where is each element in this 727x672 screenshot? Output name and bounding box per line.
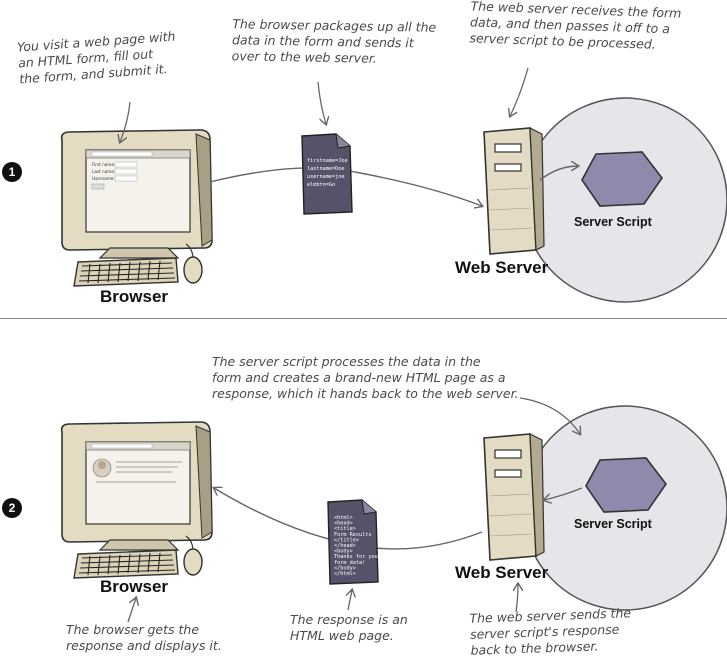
note-browser-packages: The browser packages up all the data in …: [231, 16, 437, 66]
document-line: username=joe: [307, 174, 344, 180]
arrow-note-packages: [317, 81, 326, 124]
document-line: </body>: [334, 565, 356, 571]
document-line: firstname=Joe: [307, 158, 348, 164]
browser-computer: First name: Last name: Username:: [60, 129, 213, 287]
arrow-note-browser: [127, 598, 136, 623]
document-line: <head>: [334, 521, 353, 527]
server-script-hexagon: [585, 457, 667, 513]
document-line: lastname=Doe: [307, 166, 344, 172]
panel-server-response: <html><head><title>Form Results</title><…: [0, 320, 727, 672]
web-server-label: Web Server: [455, 258, 549, 277]
server-script-label: Server Script: [574, 517, 652, 531]
svg-text:First name:: First name:: [92, 162, 115, 167]
note-server-receives: The web server receives the form data, a…: [469, 0, 682, 52]
document-line: <title>: [334, 526, 356, 532]
browser-label: Browser: [100, 577, 169, 596]
document-line: Form Results: [334, 532, 371, 538]
document-line: <html>: [334, 515, 353, 521]
arrow-note-server: [510, 67, 529, 116]
arrow-note-script: [519, 397, 580, 434]
note-server-sends-response: The web server sends the server script's…: [469, 605, 632, 658]
step-number-badge: 1: [2, 162, 22, 182]
web-server-tower: [483, 127, 545, 255]
arrow-server-to-script: [539, 166, 578, 181]
svg-text:Username:: Username:: [92, 176, 115, 181]
panel2-illustration: <html><head><title>Form Results</title><…: [60, 397, 727, 623]
document-line: elmbtn=Go: [307, 182, 335, 188]
document-line: </title>: [334, 537, 359, 543]
panel-divider: [0, 318, 727, 319]
svg-text:Last name:: Last name:: [92, 169, 115, 174]
arrow-script-to-server: [544, 487, 583, 500]
arrow-note-visit: [120, 101, 131, 142]
web-server-tower: [483, 433, 545, 561]
document-line: <body>: [334, 549, 353, 555]
panel1-illustration: First name: Last name: Username:: [60, 67, 727, 303]
note-browser-gets-response: The browser gets the response and displa…: [66, 622, 222, 653]
html-response-document: <html><head><title>Form Results</title><…: [327, 499, 381, 585]
web-server-label: Web Server: [455, 563, 549, 582]
form-data-document: firstname=Joe lastname=Doe username=joe elm…: [301, 133, 353, 215]
document-line: </html>: [334, 571, 356, 577]
note-script-processes: The server script processes the data in …: [212, 354, 519, 401]
document-line: Thanks for your: [334, 554, 381, 560]
browser-label: Browser: [100, 287, 169, 306]
document-line: form data!: [334, 560, 365, 566]
note-response-html-page: The response is an HTML web page.: [290, 612, 408, 643]
arrow-note-response: [348, 590, 352, 611]
document-line: </head>: [334, 543, 356, 549]
browser-computer: [60, 421, 213, 579]
server-script-hexagon: [581, 151, 663, 207]
step-number-badge: 2: [2, 498, 22, 518]
arrow-browser-to-server: [209, 167, 482, 206]
panel-form-submission: First name: Last name: Username:: [0, 0, 727, 318]
server-script-label: Server Script: [574, 215, 652, 229]
arrow-note-server-sends: [516, 584, 518, 613]
svg-text:<html><head><title>Form Result: <html><head><title>Form Results</title><…: [334, 515, 381, 577]
